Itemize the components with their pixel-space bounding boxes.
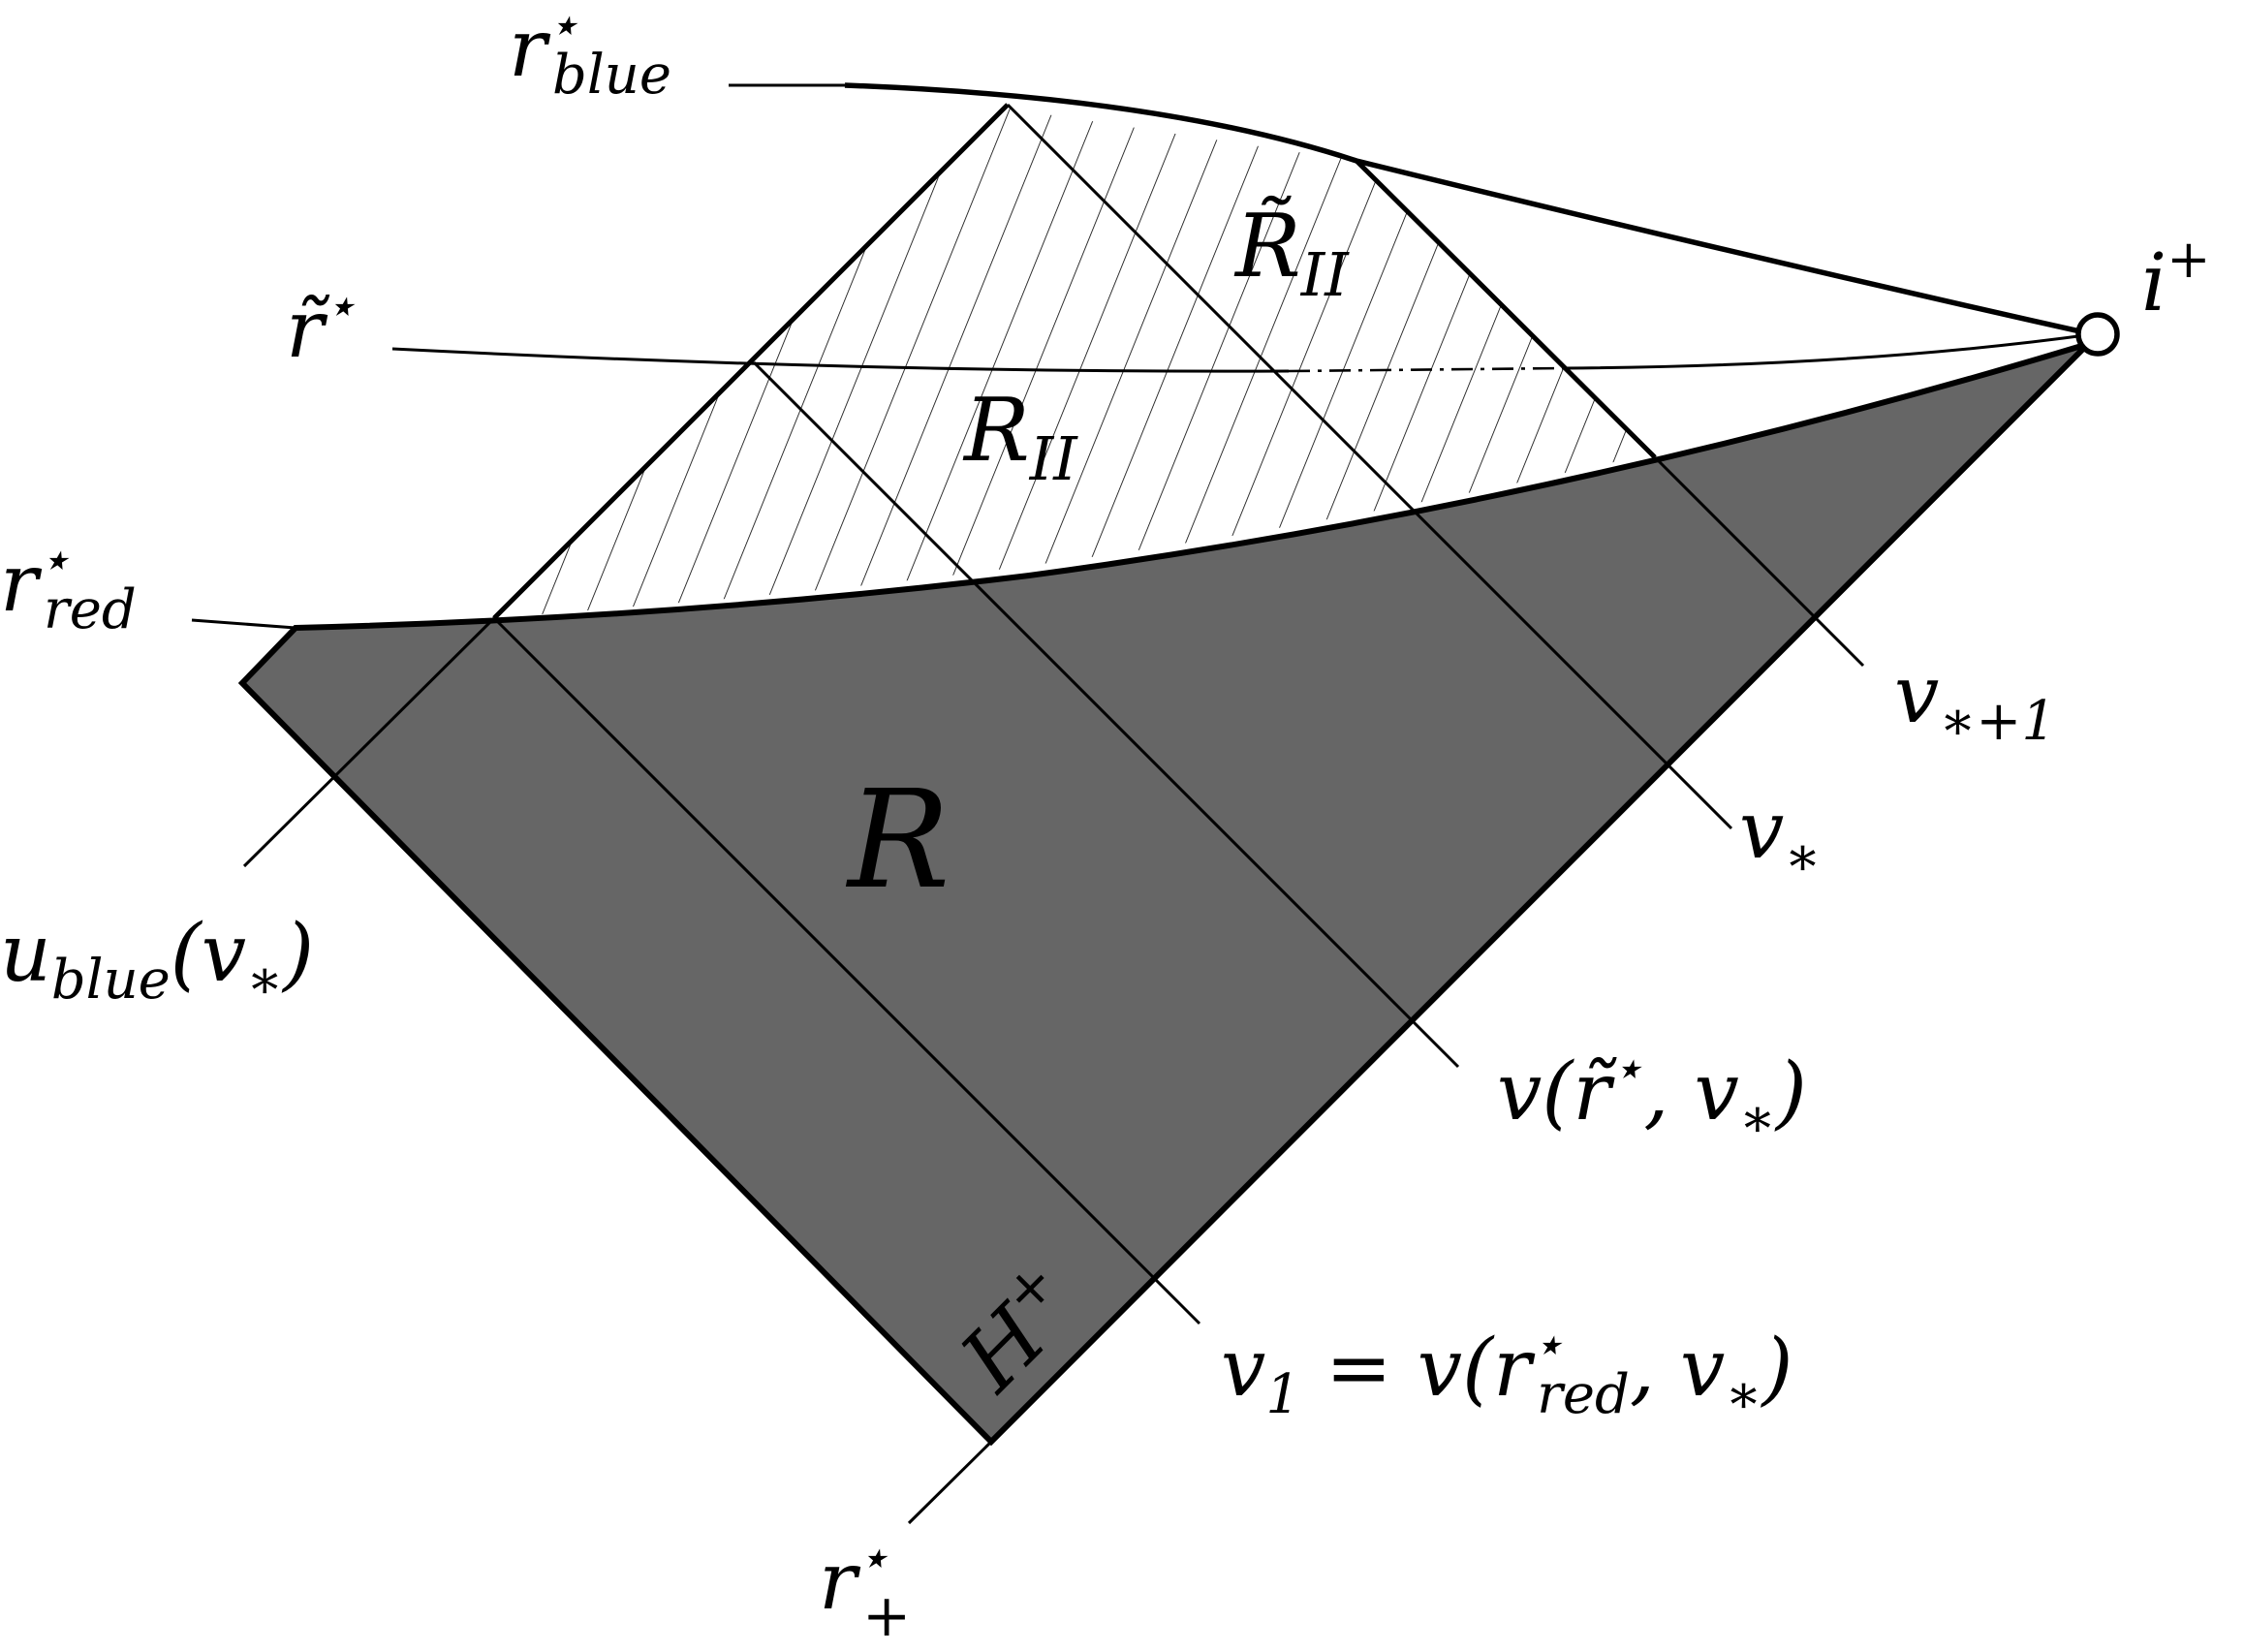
diamond-left-edge — [492, 103, 1010, 620]
u-blue-line — [242, 616, 496, 868]
label-r-plus: r⋆+ — [819, 1527, 911, 1650]
r-tilde-curve-right — [1564, 332, 2094, 370]
label-v-star: v∗ — [1739, 785, 1821, 888]
r-blue-curve — [844, 82, 2094, 337]
label-r-red: r⋆red — [0, 529, 137, 641]
v-star-line — [1006, 103, 1733, 830]
hatched-region-R-II — [494, 109, 1652, 618]
region-R-shaded — [237, 341, 2091, 1447]
label-i-plus: i+ — [2141, 229, 2210, 329]
v1-line — [492, 616, 1201, 1325]
v-star-plus-1-upper — [1355, 159, 1657, 459]
r-tilde-curve-left — [391, 347, 1290, 373]
label-v1: v1 = v(r⋆red, v∗) — [1221, 1314, 1792, 1426]
r-red-leader — [191, 618, 296, 630]
label-v-star-plus-1: v∗+1 — [1894, 649, 2056, 753]
v-star-plus-1-line — [1653, 455, 1865, 668]
label-r-blue: r⋆blue — [509, 0, 671, 107]
label-region-R-II: RII — [962, 380, 1078, 494]
r-plus-leader — [907, 1440, 993, 1525]
r-tilde-curve-dashed — [1288, 366, 1566, 373]
i-plus-point — [2075, 312, 2120, 357]
label-v-rtilde: v(r̃⋆, v∗) — [1497, 1038, 1807, 1150]
v-rtilde-line — [752, 360, 1460, 1069]
label-region-R: R — [845, 762, 950, 920]
label-r-tilde: r̃⋆ — [286, 275, 357, 376]
label-u-blue: ublue(v∗) — [0, 908, 314, 1012]
label-region-R-tilde-II: R̃II — [1233, 196, 1350, 310]
